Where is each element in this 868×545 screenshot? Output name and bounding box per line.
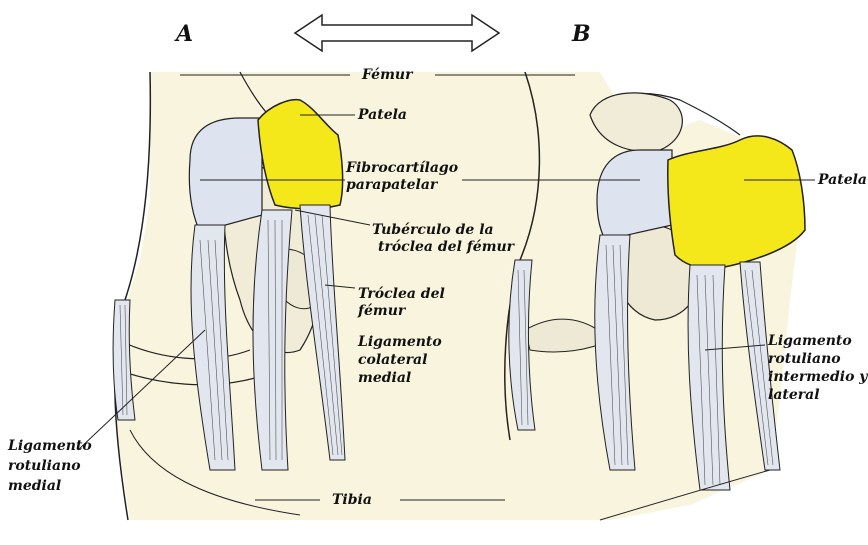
panel-label-a: A xyxy=(176,22,193,46)
label-patela-a: Patela xyxy=(358,107,407,124)
label-rotuliano-lateral-line2: rotuliano xyxy=(768,351,841,368)
label-rotuliano-lateral-line4: lateral xyxy=(768,387,820,404)
label-fibrocartilage-line2: parapatelar xyxy=(346,177,437,194)
label-troclea-line2: fémur xyxy=(358,303,405,320)
label-rotuliano-medial-line1: Ligamento xyxy=(8,438,92,455)
label-colateral-line1: Ligamento xyxy=(358,334,442,351)
label-tuberculo-line1: Tubérculo de la xyxy=(372,222,494,239)
label-rotuliano-medial-line3: medial xyxy=(8,478,61,495)
double-arrow-icon xyxy=(295,15,499,51)
label-tibia: Tibia xyxy=(332,492,372,509)
label-patela-b: Patela xyxy=(818,172,867,189)
label-colateral-line3: medial xyxy=(358,370,411,387)
label-rotuliano-lateral-line3: intermedio y xyxy=(768,369,867,386)
panel-label-b: B xyxy=(572,22,591,46)
label-femur: Fémur xyxy=(362,67,412,84)
label-fibrocartilage-line1: Fibrocartílago xyxy=(346,160,458,177)
label-tuberculo-line2: tróclea del fémur xyxy=(378,239,514,256)
label-colateral-line2: colateral xyxy=(358,352,427,369)
label-rotuliano-lateral-line1: Ligamento xyxy=(768,333,852,350)
label-rotuliano-medial-line2: rotuliano xyxy=(8,458,81,475)
label-troclea-line1: Tróclea del xyxy=(358,286,445,303)
fibrocartilage-a xyxy=(189,118,262,232)
fibrocartilage-b xyxy=(597,150,672,240)
